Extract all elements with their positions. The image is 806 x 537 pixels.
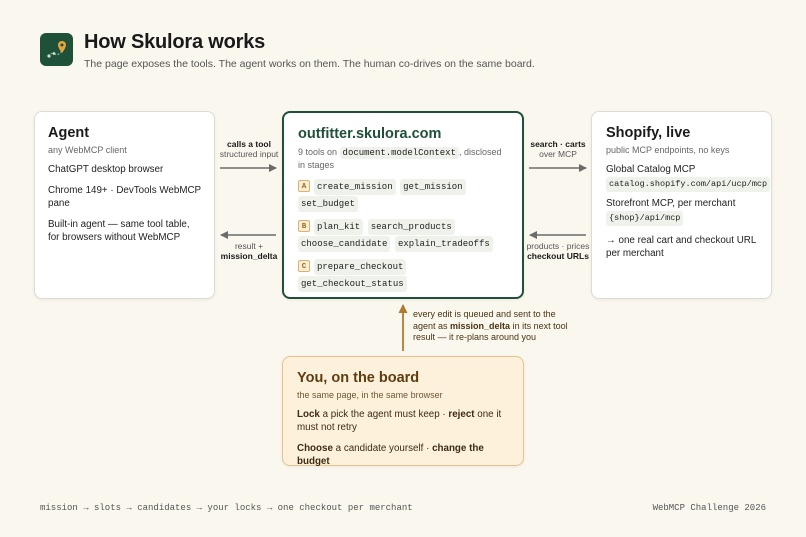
human-card: You, on the board the same page, in the … bbox=[282, 356, 524, 467]
tool-chip: set_budget bbox=[298, 196, 359, 212]
tool-chip: explain_tradeoffs bbox=[394, 236, 493, 252]
stage-badge: A bbox=[298, 180, 310, 192]
tool-chip: choose_candidate bbox=[298, 236, 391, 252]
label-site-to-agent: result + mission_delta bbox=[220, 241, 278, 261]
mission-delta-note: every edit is queued and sent to the age… bbox=[413, 309, 568, 342]
model-context-code: document.modelContext bbox=[339, 147, 459, 159]
shopify-card: Shopify, live public MCP endpoints, no k… bbox=[591, 111, 772, 299]
stage-badge: C bbox=[298, 260, 310, 272]
event-footer: WebMCP Challenge 2026 bbox=[652, 503, 766, 513]
storefront-url: {shop}/api/mcp bbox=[606, 211, 684, 226]
choose-budget-item: Choose a candidate yourself · change the… bbox=[297, 443, 484, 467]
label-agent-to-site: calls a tool structured input bbox=[219, 139, 279, 159]
agent-card: Agent any WebMCP client ChatGPT desktop … bbox=[34, 111, 215, 299]
storefront-item: Storefront MCP, per merchant {shop}/api/… bbox=[606, 197, 757, 226]
page-title: How Skulora works bbox=[84, 31, 266, 53]
shopify-subtitle: public MCP endpoints, no keys bbox=[606, 145, 730, 155]
skulora-logo-icon bbox=[40, 33, 73, 66]
site-card: outfitter.skulora.com 9 tools on documen… bbox=[282, 111, 524, 299]
global-catalog-item: Global Catalog MCP catalog.shopify.com/a… bbox=[606, 163, 771, 192]
tool-chip: get_mission bbox=[400, 179, 466, 195]
tool-chip: search_products bbox=[367, 219, 455, 235]
label-site-to-shop: search · carts over MCP bbox=[530, 139, 586, 159]
human-subtitle: the same page, in the same browser bbox=[297, 390, 443, 400]
tool-chip: create_mission bbox=[314, 179, 396, 195]
global-catalog-url: catalog.shopify.com/api/ucp/mcp bbox=[606, 177, 771, 192]
site-title: outfitter.skulora.com bbox=[298, 126, 442, 142]
tool-chip: prepare_checkout bbox=[314, 259, 407, 275]
human-title: You, on the board bbox=[297, 370, 420, 386]
lock-reject-item: Lock a pick the agent must keep · reject… bbox=[297, 409, 502, 433]
page-subtitle: The page exposes the tools. The agent wo… bbox=[84, 58, 535, 70]
flow-footer: mission → slots → candidates → your lock… bbox=[40, 503, 413, 513]
label-shop-to-site: products · prices checkout URLs bbox=[526, 241, 590, 261]
tool-chip: get_checkout_status bbox=[298, 276, 407, 292]
agent-title: Agent bbox=[48, 125, 90, 141]
site-subtitle: 9 tools on document.modelContext, disclo… bbox=[298, 147, 502, 170]
checkout-result-item: → one real cart and checkout URL per mer… bbox=[606, 235, 756, 259]
agent-client-item: Chrome 149+ · DevTools WebMCP pane bbox=[48, 185, 201, 209]
shopify-title: Shopify, live bbox=[606, 125, 691, 141]
tool-chip: plan_kit bbox=[314, 219, 364, 235]
agent-client-item: Built-in agent — same tool table, for br… bbox=[48, 219, 190, 243]
agent-subtitle: any WebMCP client bbox=[48, 145, 127, 155]
stage-badge: B bbox=[298, 220, 310, 232]
agent-client-item: ChatGPT desktop browser bbox=[48, 164, 164, 175]
